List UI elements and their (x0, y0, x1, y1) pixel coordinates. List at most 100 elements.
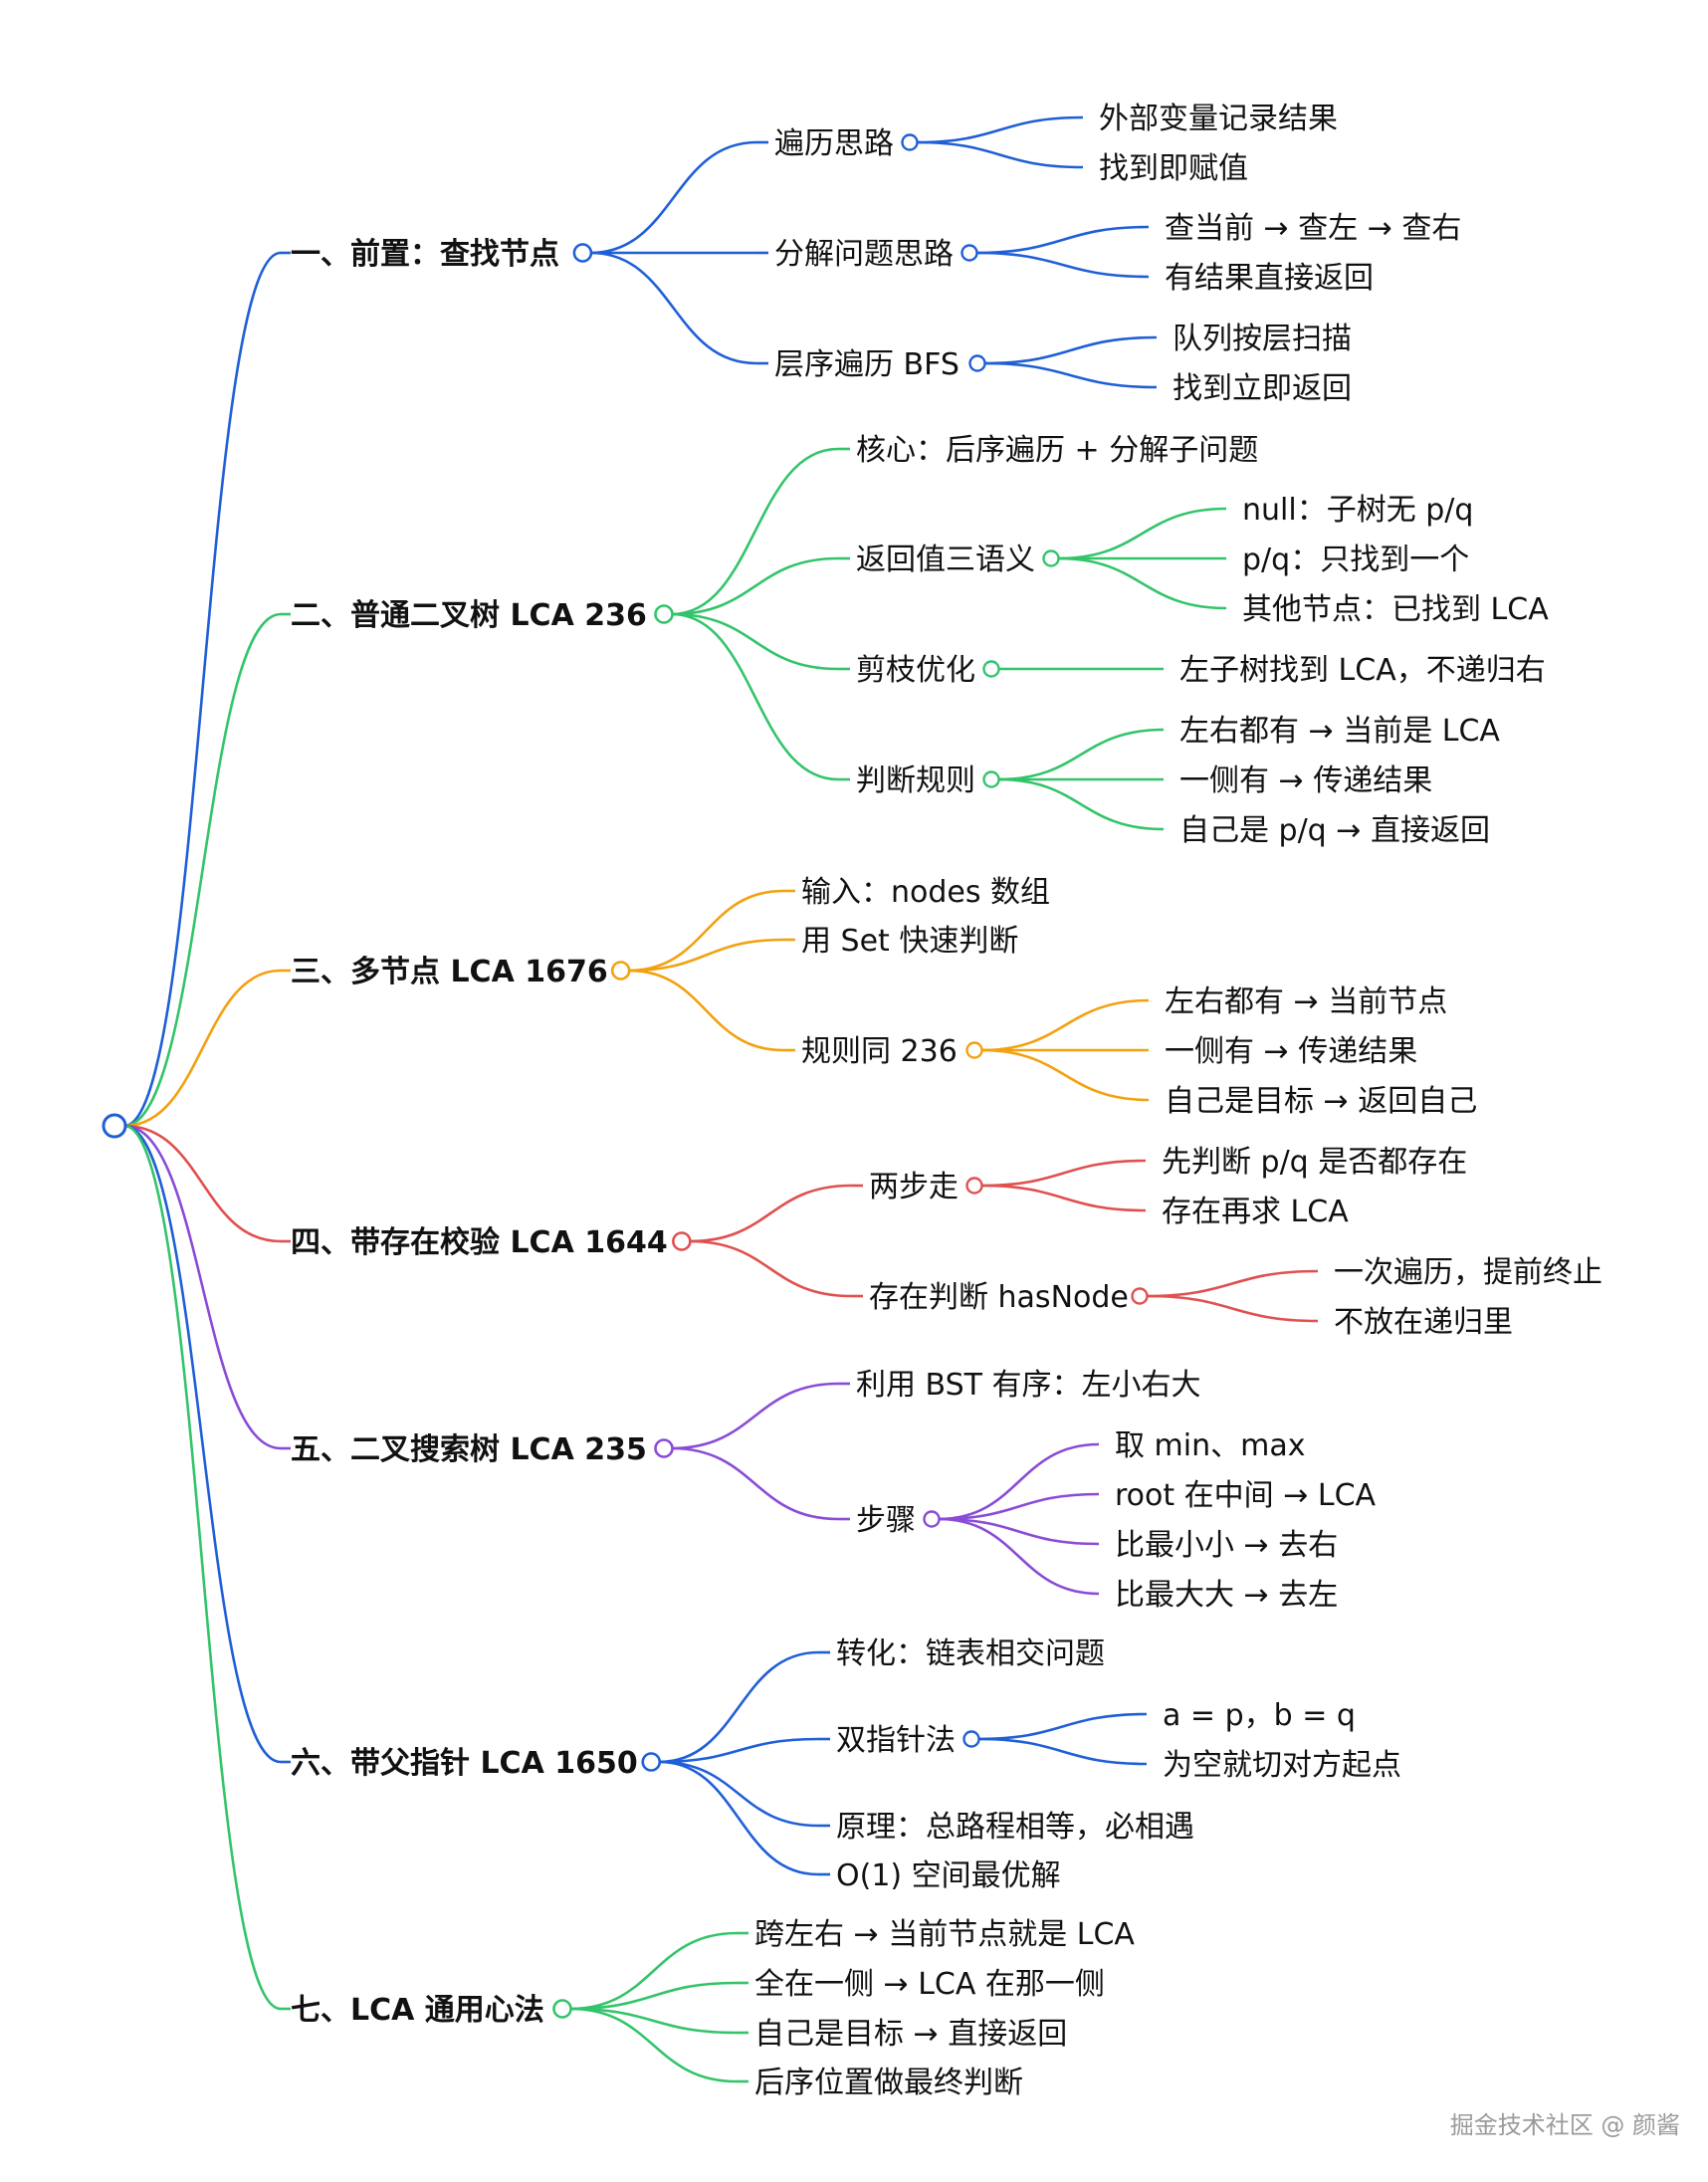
leaf-label[interactable]: null：子树无 p/q (1242, 493, 1473, 528)
branch-child-connector (671, 612, 839, 781)
topic-label[interactable]: 后序位置做最终判断 (754, 2066, 1023, 2100)
topic-label[interactable]: 输入：nodes 数组 (801, 875, 1050, 910)
leaf-label[interactable]: 先判断 p/q 是否都存在 (1162, 1145, 1467, 1180)
leaf-label[interactable]: a = p，b = q (1163, 1698, 1356, 1733)
leaf-label[interactable]: 找到立即返回 (1173, 371, 1352, 406)
branch-label[interactable]: 二、普通二叉树 LCA 236 (291, 598, 647, 633)
topic-node[interactable] (923, 1510, 941, 1528)
topic-node[interactable] (1042, 549, 1060, 567)
topic-label[interactable]: 判断规则 (856, 764, 975, 798)
branch-child-connector (628, 938, 784, 973)
topic-label[interactable]: 跨左右 → 当前节点就是 LCA (754, 1917, 1135, 1952)
root-branch-connector (123, 1124, 282, 1450)
leaf-label[interactable]: 找到即赋值 (1099, 151, 1248, 186)
leaf-connector (938, 1442, 1100, 1521)
topic-label[interactable]: 自己是目标 → 直接返回 (754, 2017, 1067, 2052)
leaf-label[interactable]: 查当前 → 查左 → 查右 (1165, 211, 1461, 246)
leaf-connector (938, 1517, 1100, 1546)
leaf-connector (938, 1517, 1100, 1596)
topic-node[interactable] (962, 1730, 980, 1748)
topic-label[interactable]: 原理：总路程相等，必相遇 (836, 1810, 1194, 1845)
topic-label[interactable]: 层序遍历 BFS (774, 347, 960, 382)
topic-label[interactable]: 规则同 236 (801, 1034, 958, 1069)
root-branch-connector (123, 1124, 282, 1243)
branch-child-connector (569, 1981, 738, 2011)
leaf-connector (997, 777, 1165, 831)
leaf-label[interactable]: 外部变量记录结果 (1099, 102, 1338, 136)
branch-child-connector (628, 889, 784, 973)
topic-label[interactable]: 利用 BST 有序：左小右大 (856, 1368, 1201, 1403)
root-branch-connector (123, 1124, 282, 2011)
branch-child-connector (569, 2007, 738, 2035)
topic-label[interactable]: 遍历思路 (774, 126, 894, 161)
branch-node[interactable] (610, 961, 631, 981)
leaf-label[interactable]: 存在再求 LCA (1162, 1195, 1349, 1229)
branch-label[interactable]: 六、带父指针 LCA 1650 (291, 1746, 638, 1781)
branch-node[interactable] (672, 1231, 692, 1251)
topic-label[interactable]: 步骤 (856, 1503, 916, 1538)
leaf-connector (980, 998, 1150, 1052)
topic-node[interactable] (961, 244, 978, 262)
leaf-connector (1146, 1269, 1319, 1298)
branch-child-connector (671, 1382, 839, 1450)
branch-node[interactable] (572, 243, 593, 263)
topic-node[interactable] (901, 133, 919, 151)
leaf-label[interactable]: p/q：只找到一个 (1242, 543, 1469, 577)
topic-label[interactable]: 全在一侧 → LCA 在那一侧 (754, 1967, 1105, 2002)
topic-label[interactable]: 存在判断 hasNode (869, 1280, 1129, 1315)
leaf-label[interactable]: 不放在递归里 (1334, 1305, 1513, 1340)
connectors (123, 115, 1319, 2083)
leaf-label[interactable]: 取 min、max (1115, 1428, 1305, 1463)
watermark: 掘金技术社区 @ 颜酱 (1450, 2111, 1680, 2139)
leaf-label[interactable]: 比最小小 → 去右 (1115, 1528, 1338, 1563)
topic-node[interactable] (968, 354, 986, 372)
leaf-label[interactable]: 队列按层扫描 (1173, 322, 1352, 356)
branch-node[interactable] (654, 604, 674, 624)
branch-label[interactable]: 四、带存在校验 LCA 1644 (291, 1225, 668, 1260)
leaf-label[interactable]: 左右都有 → 当前是 LCA (1179, 714, 1500, 749)
leaf-connector (977, 1712, 1148, 1741)
branch-label[interactable]: 五、二叉搜索树 LCA 235 (291, 1432, 647, 1467)
leaf-label[interactable]: 其他节点：已找到 LCA (1242, 592, 1549, 627)
topic-label[interactable]: 双指针法 (836, 1723, 956, 1758)
topic-label[interactable]: 转化：链表相交问题 (836, 1636, 1105, 1671)
topic-label[interactable]: O(1) 空间最优解 (836, 1858, 1061, 1893)
branch-label[interactable]: 三、多节点 LCA 1676 (291, 955, 608, 989)
leaf-connector (980, 1159, 1147, 1188)
topic-label[interactable]: 剪枝优化 (856, 653, 975, 688)
topic-node[interactable] (982, 770, 1000, 788)
leaf-connector (916, 140, 1084, 169)
leaf-label[interactable]: 自己是 p/q → 直接返回 (1179, 813, 1490, 848)
leaf-label[interactable]: 比最大大 → 去左 (1115, 1578, 1338, 1613)
leaf-label[interactable]: 一侧有 → 传递结果 (1165, 1034, 1417, 1069)
topic-node[interactable] (982, 660, 1000, 678)
branch-label[interactable]: 一、前置：查找节点 (291, 237, 559, 272)
leaf-label[interactable]: 一侧有 → 传递结果 (1179, 764, 1432, 798)
topic-label[interactable]: 用 Set 快速判断 (801, 924, 1018, 959)
leaf-label[interactable]: 一次遍历，提前终止 (1334, 1255, 1602, 1290)
topic-node[interactable] (1131, 1287, 1149, 1305)
topic-node[interactable] (965, 1041, 983, 1059)
topic-label[interactable]: 两步走 (869, 1170, 959, 1204)
branch-node[interactable] (654, 1438, 674, 1458)
topic-label[interactable]: 返回值三语义 (856, 543, 1035, 577)
leaf-label[interactable]: root 在中间 → LCA (1115, 1478, 1377, 1513)
branch-node[interactable] (641, 1752, 662, 1772)
leaf-label[interactable]: 为空就切对方起点 (1163, 1748, 1401, 1783)
branch-child-connector (671, 556, 839, 616)
root-node[interactable] (102, 1113, 127, 1139)
root-branch-connector (123, 251, 282, 1128)
topic-node[interactable] (965, 1177, 983, 1195)
branch-child-connector (671, 612, 839, 671)
leaf-label[interactable]: 自己是目标 → 返回自己 (1165, 1084, 1477, 1119)
leaf-label[interactable]: 左子树找到 LCA，不递归右 (1179, 653, 1546, 688)
topic-label[interactable]: 核心：后序遍历 + 分解子问题 (856, 433, 1258, 468)
leaf-label[interactable]: 有结果直接返回 (1165, 261, 1374, 296)
branch-child-connector (590, 140, 757, 255)
branch-node[interactable] (552, 1999, 572, 2019)
topic-label[interactable]: 分解问题思路 (774, 237, 954, 272)
branch-label[interactable]: 七、LCA 通用心法 (291, 1993, 544, 2028)
leaf-label[interactable]: 左右都有 → 当前节点 (1165, 984, 1447, 1019)
